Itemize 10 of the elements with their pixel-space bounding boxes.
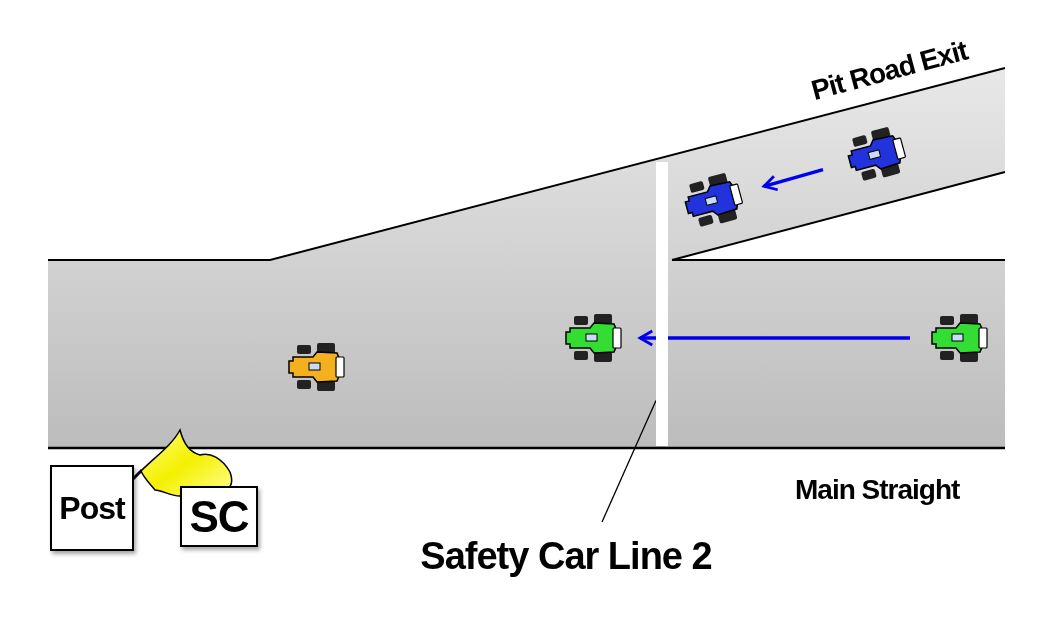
sign-box [180, 486, 258, 547]
leader-line [601, 399, 657, 523]
sign-box [50, 465, 134, 551]
sign-text: SC [189, 491, 249, 542]
arrow [638, 329, 910, 347]
line-caption: Safety Car Line 2 [420, 534, 712, 578]
road-label: Main Straight [795, 474, 960, 506]
arrow [762, 168, 824, 192]
road-label: Pit Road Exit [808, 34, 971, 107]
sign-text: Post [59, 489, 125, 527]
